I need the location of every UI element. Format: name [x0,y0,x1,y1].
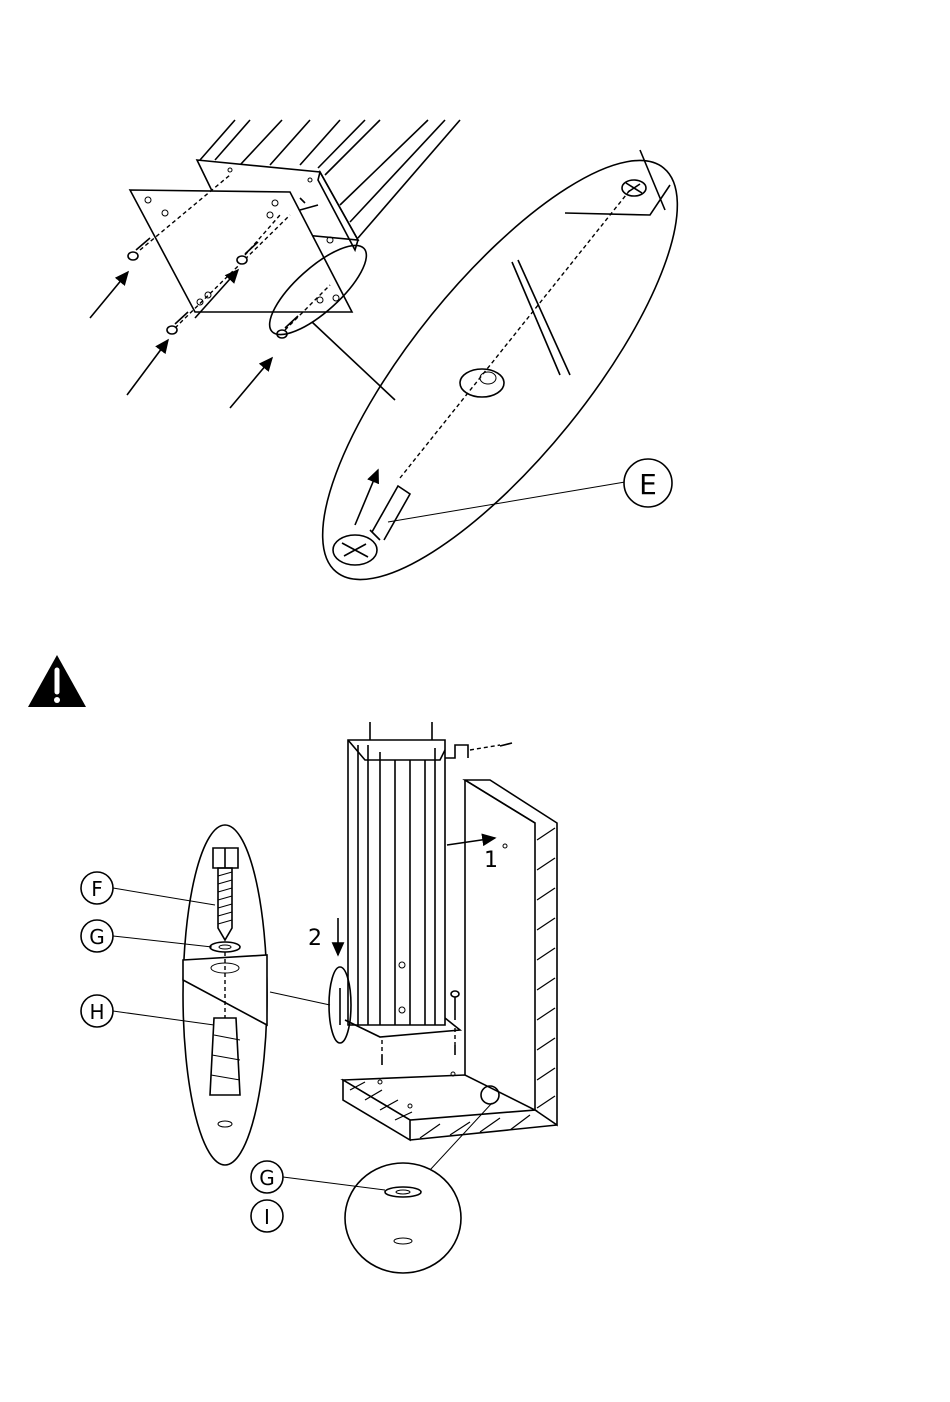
step-2-label: 2 [308,926,322,951]
screw-E [333,486,410,565]
callout-G-lower-label: G [259,1166,275,1190]
step-1-label: 1 [484,848,498,873]
callout-G-upper-label: G [89,925,105,949]
callout-H: H [81,995,214,1027]
callout-E-label: E [639,468,657,501]
callout-I: I [251,1200,283,1232]
top-figure [90,120,460,408]
detail-ellipse-FGH [183,825,267,1165]
warning-triangle-icon [28,655,86,707]
detail-ellipse-E [268,113,732,628]
callout-H-label: H [89,1000,104,1024]
screw [167,312,188,334]
callout-I-label: I [264,1205,270,1229]
column [345,722,512,1065]
callout-E: E [624,459,672,507]
callout-G-upper: G [81,920,212,952]
callout-F-label: F [91,877,103,901]
screw [128,238,150,260]
